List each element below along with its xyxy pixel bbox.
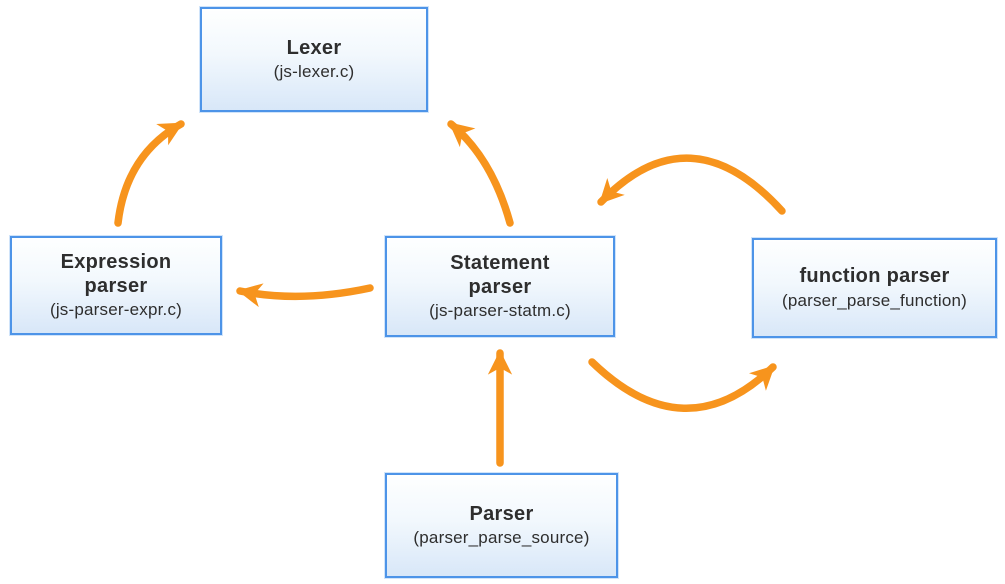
node-expression-parser-subtitle: (js-parser-expr.c)	[49, 300, 183, 320]
node-statement-parser: Statement parser (js-parser-statm.c)	[385, 236, 615, 337]
node-lexer: Lexer (js-lexer.c)	[200, 7, 428, 112]
node-lexer-subtitle: (js-lexer.c)	[273, 62, 355, 82]
node-expression-parser-title-line2: parser	[84, 274, 148, 297]
node-parser: Parser (parser_parse_source)	[385, 473, 618, 578]
arrow-statement-parser-to-lexer	[447, 120, 514, 227]
node-function-parser: function parser (parser_parse_function)	[752, 238, 997, 338]
arrow-statement-parser-to-function-parser	[588, 358, 777, 412]
node-parser-subtitle: (parser_parse_source)	[413, 528, 590, 548]
node-expression-parser: Expression parser (js-parser-expr.c)	[10, 236, 222, 335]
arrow-statement-parser-to-expression-parser	[236, 283, 374, 308]
arrow-function-parser-to-statement-parser	[597, 154, 786, 215]
node-function-parser-title: function parser	[799, 265, 950, 288]
node-statement-parser-title-line2: parser	[468, 275, 532, 298]
node-parser-title: Parser	[469, 502, 534, 525]
node-function-parser-subtitle: (parser_parse_function)	[781, 290, 968, 310]
node-expression-parser-title: Expression	[60, 250, 172, 273]
node-lexer-title: Lexer	[286, 36, 342, 59]
node-statement-parser-title: Statement	[450, 251, 550, 274]
arrow-expression-parser-to-lexer	[114, 120, 185, 227]
node-statement-parser-subtitle: (js-parser-statm.c)	[429, 301, 571, 321]
